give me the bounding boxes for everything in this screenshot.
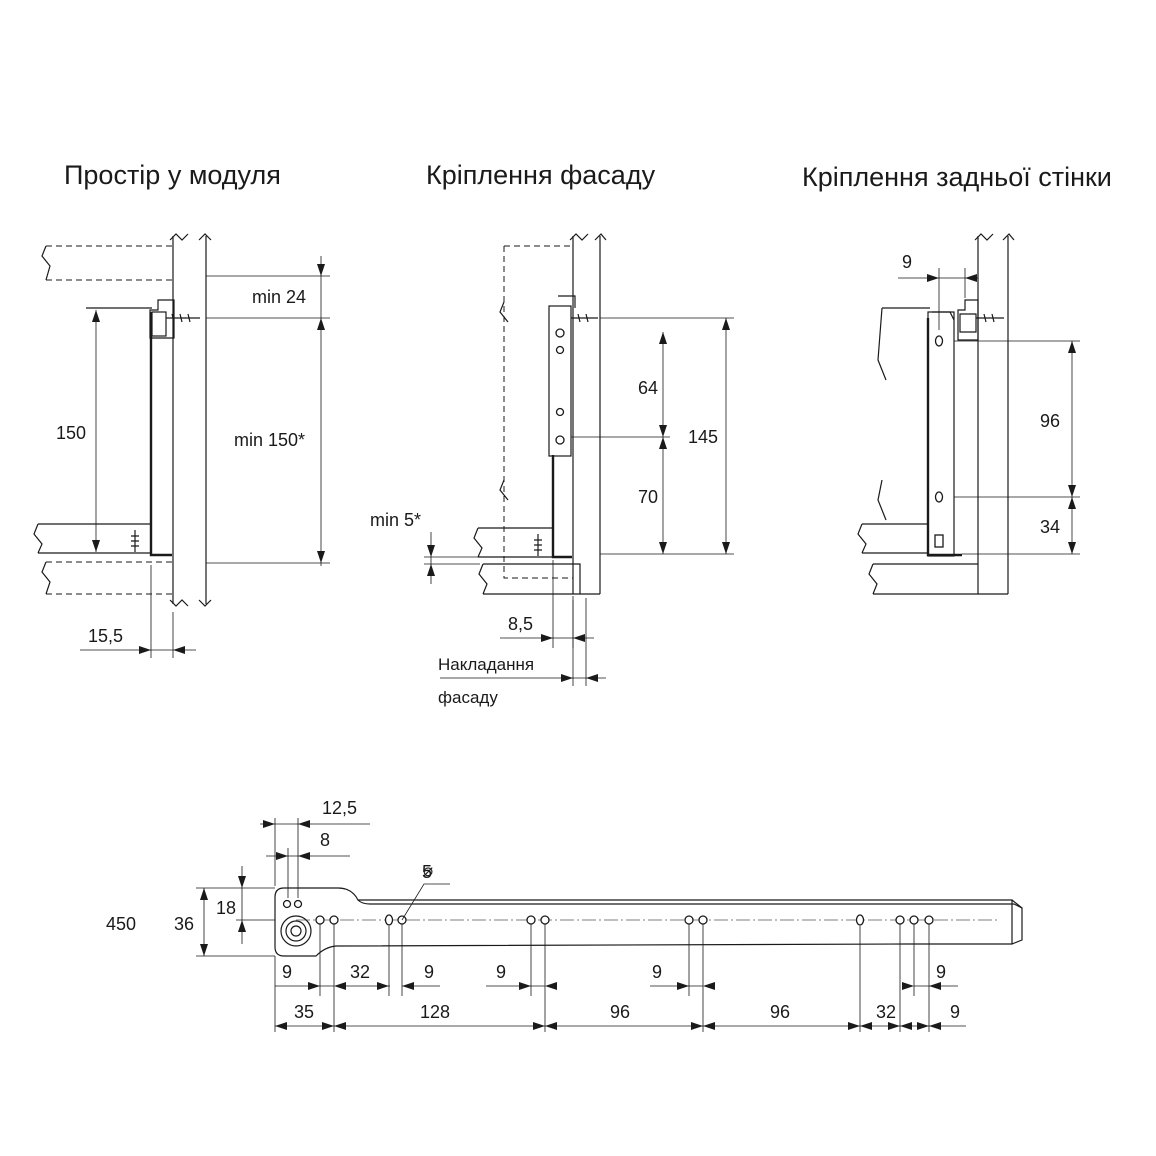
dim-back-upper-spacing: 96 <box>1040 411 1060 431</box>
rail-side-view: 5 ⌀ 12,5 8 18 36 450 9 3 <box>106 798 1023 1032</box>
dim-rail-top-2: 8 <box>320 830 330 850</box>
dim-rail-row2-1: 35 <box>294 1002 314 1022</box>
dim-rail-row1-1: 9 <box>282 962 292 982</box>
dim-rail-row2-6: 9 <box>950 1002 960 1022</box>
dim-back-offset: 9 <box>902 252 912 272</box>
dim-rail-hole-diameter: 5 <box>422 862 432 882</box>
dim-rail-length: 450 <box>106 914 136 934</box>
dim-rail-row1-3: 9 <box>424 962 434 982</box>
dim-rail-half-height: 18 <box>216 898 236 918</box>
dim-rail-row1-5: 9 <box>652 962 662 982</box>
dim-front-setback: 8,5 <box>508 614 533 634</box>
dim-rail-row1-4: 9 <box>496 962 506 982</box>
dim-module-height: 150 <box>56 423 86 443</box>
svg-text:⌀: ⌀ <box>423 861 433 880</box>
dim-module-offset: 15,5 <box>88 626 123 646</box>
label-front-overlay-line2: фасаду <box>438 688 498 707</box>
title-back-mount: Кріплення задньої стінки <box>802 162 1112 192</box>
dim-rail-top-1: 12,5 <box>322 798 357 818</box>
dim-front-top-spacing: 64 <box>638 378 658 398</box>
dim-rail-height: 36 <box>174 914 194 934</box>
dim-front-min-gap: min 5* <box>370 510 421 530</box>
dim-front-total-height: 145 <box>688 427 718 447</box>
front-mount-view: 64 70 145 min 5* 8,5 Накладання фасаду <box>370 233 734 707</box>
dim-rail-row2-3: 96 <box>610 1002 630 1022</box>
dim-module-min-top: min 24 <box>252 287 306 307</box>
dim-rail-row1-6: 9 <box>936 962 946 982</box>
module-space-view: 150 min 24 min 150* 15,5 <box>33 233 330 658</box>
dim-rail-row2-2: 128 <box>420 1002 450 1022</box>
dim-front-bottom-spacing: 70 <box>638 487 658 507</box>
dim-rail-row2-5: 32 <box>876 1002 896 1022</box>
label-front-overlay-line1: Накладання <box>438 655 534 674</box>
back-mount-view: 96 34 9 <box>857 233 1080 595</box>
dim-rail-row1-2: 32 <box>350 962 370 982</box>
title-module-space: Простір у модуля <box>64 160 281 190</box>
title-front-mount: Кріплення фасаду <box>426 160 656 190</box>
dim-rail-row2-4: 96 <box>770 1002 790 1022</box>
dim-module-min-height: min 150* <box>234 430 305 450</box>
dim-back-lower-spacing: 34 <box>1040 517 1060 537</box>
